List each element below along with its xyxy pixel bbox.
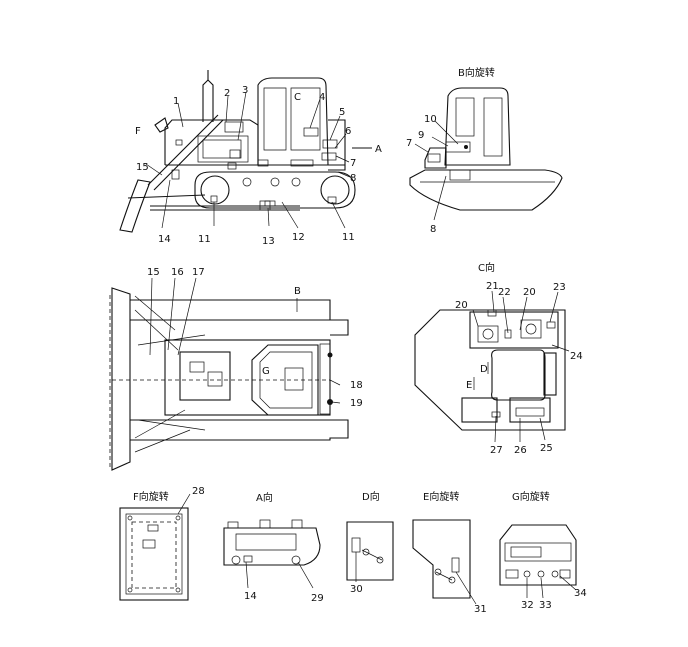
e-label-31: 31 <box>474 604 487 615</box>
label-13: 13 <box>262 236 275 247</box>
label-4: 4 <box>319 92 325 103</box>
top-label-19: 19 <box>350 398 363 409</box>
b-label-9: 9 <box>418 130 424 141</box>
c-label-D: D <box>480 364 488 375</box>
top-label-G: G <box>262 366 270 377</box>
label-12: 12 <box>292 232 305 243</box>
side-view: C <box>119 70 382 247</box>
label-F: F <box>135 126 141 137</box>
label-1: 1 <box>173 96 179 107</box>
label-A: A <box>375 144 382 155</box>
f-label-28: 28 <box>192 486 205 497</box>
label-11: 11 <box>198 234 211 245</box>
g-label-32: 32 <box>521 600 534 611</box>
label-6: 6 <box>345 126 351 137</box>
c-label-24: 24 <box>570 351 583 362</box>
g-view: G向旋转 32 33 34 <box>499 490 587 611</box>
a-label-14: 14 <box>244 591 257 602</box>
a-view-title: A向 <box>256 491 273 504</box>
c-label-26: 26 <box>514 445 527 456</box>
c-view: C向 20 20 21 22 23 24 25 <box>414 261 583 456</box>
c-label-25: 25 <box>540 443 553 454</box>
top-label-17: 17 <box>192 267 205 278</box>
e-view: E向旋转 31 <box>412 490 487 615</box>
b-label-8: 8 <box>430 224 436 235</box>
label-2: 2 <box>224 88 230 99</box>
a-label-29: 29 <box>311 593 324 604</box>
d-view: D向 30 <box>346 490 394 595</box>
label-5: 5 <box>339 107 345 118</box>
top-label-15: 15 <box>147 267 160 278</box>
d-label-30: 30 <box>350 584 363 595</box>
f-view: F向旋转 28 <box>119 486 205 601</box>
c-label-21: 21 <box>486 281 499 292</box>
b-view-title: B向旋转 <box>458 66 495 79</box>
c-label-23: 23 <box>553 282 566 293</box>
top-label-16: 16 <box>171 267 184 278</box>
f-view-title: F向旋转 <box>133 490 169 503</box>
label-7: 7 <box>350 158 356 169</box>
c-view-title: C向 <box>478 261 495 274</box>
b-label-7: 7 <box>406 138 412 149</box>
b-label-10: 10 <box>424 114 437 125</box>
b-rotated-view: B向旋转 7 9 10 8 <box>406 66 563 235</box>
label-14: 14 <box>158 234 171 245</box>
top-label-B: B <box>294 286 301 297</box>
d-view-title: D向 <box>362 490 380 503</box>
g-view-title: G向旋转 <box>512 490 550 503</box>
a-view: A向 14 29 <box>223 491 324 604</box>
label-15: 15 <box>136 162 149 173</box>
top-label-18: 18 <box>350 380 363 391</box>
g-label-34: 34 <box>574 588 587 599</box>
label-3: 3 <box>242 85 248 96</box>
c-label-20: 20 <box>523 287 536 298</box>
e-view-title: E向旋转 <box>423 490 459 503</box>
c-label-E: E <box>466 380 472 391</box>
c-label-27: 27 <box>490 445 503 456</box>
svg-text:C: C <box>294 92 301 103</box>
c-label-22: 22 <box>498 287 511 298</box>
top-view: B G 15 16 17 18 19 <box>109 267 363 471</box>
label-8: 8 <box>350 173 356 184</box>
g-label-33: 33 <box>539 600 552 611</box>
label-11: 11 <box>342 232 355 243</box>
c-label-20: 20 <box>455 300 468 311</box>
